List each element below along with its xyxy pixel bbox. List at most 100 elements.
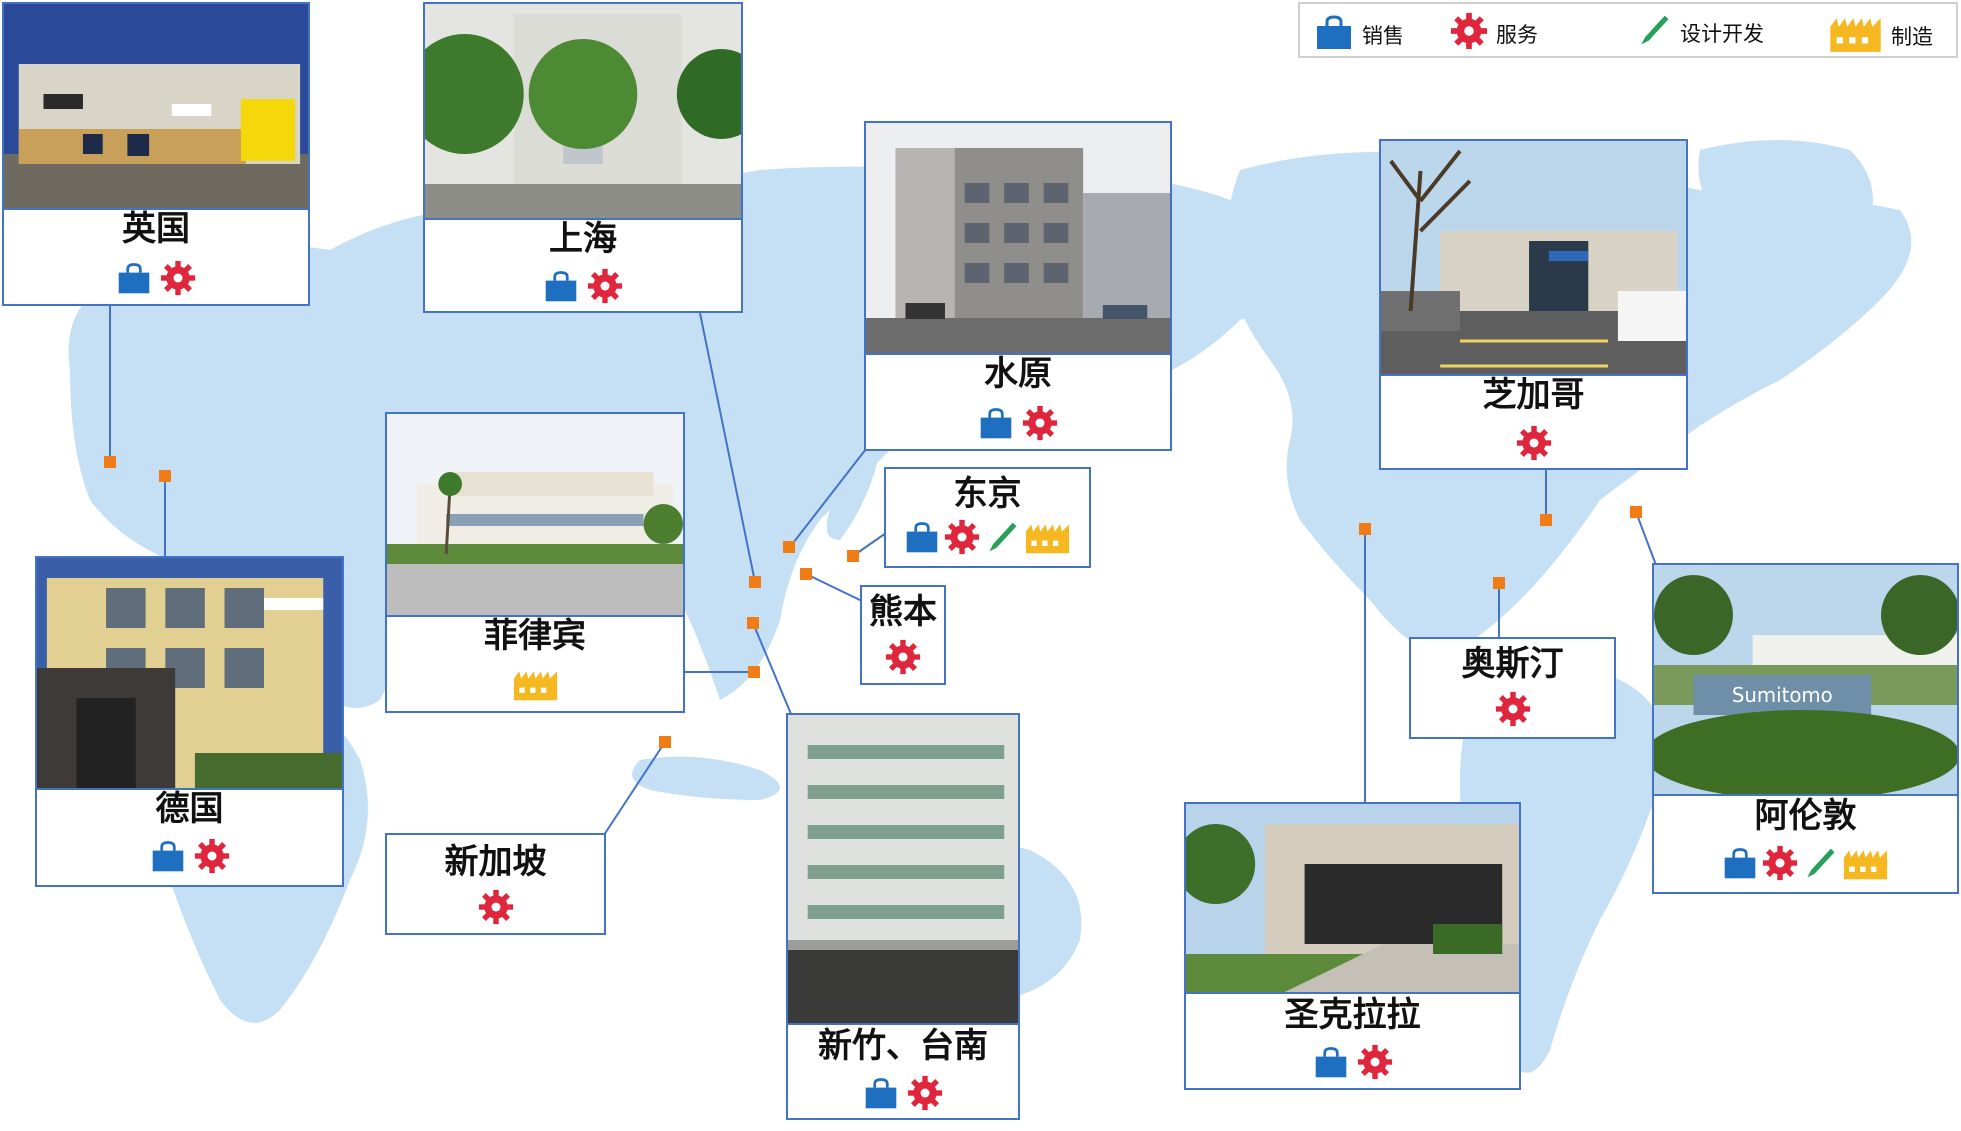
factory-icon — [1828, 12, 1883, 59]
capability-icons-shanghai — [425, 268, 741, 304]
marker-santaclara — [1359, 523, 1371, 535]
marker-suwon — [783, 541, 795, 553]
location-name-philippines: 菲律宾 — [484, 616, 586, 656]
pen-icon — [1636, 12, 1672, 53]
capability-icons-chicago — [1381, 425, 1686, 461]
bag-icon — [1313, 1044, 1349, 1080]
bag-icon — [116, 260, 152, 296]
location-name-austin: 奥斯汀 — [1461, 644, 1564, 684]
marker-uk — [104, 456, 116, 468]
legend-label-manufacturing: 制造 — [1891, 24, 1933, 49]
gear-icon — [194, 838, 230, 874]
marker-hsinchu — [747, 617, 759, 629]
location-card-uk: 英国 — [2, 2, 310, 306]
location-name-germany: 德国 — [155, 789, 224, 829]
marker-allentown — [1630, 506, 1642, 518]
bag-icon — [1722, 845, 1758, 881]
capability-icons-singapore — [387, 889, 604, 925]
gear-icon — [907, 1075, 943, 1111]
location-card-hsinchu: 新竹、台南 — [786, 713, 1020, 1120]
capability-icons-kumamoto — [862, 639, 944, 675]
legend: 销售 服务 设计开发 制造 — [1298, 2, 1958, 58]
location-photo-germany — [37, 558, 342, 790]
location-name-tokyo: 东京 — [953, 474, 1022, 514]
connector-shanghai — [699, 312, 756, 583]
connector-singapore — [603, 741, 666, 836]
location-card-singapore: 新加坡 — [385, 833, 606, 935]
location-name-uk: 英国 — [122, 209, 190, 249]
factory-icon — [512, 666, 559, 702]
location-photo-hsinchu — [788, 715, 1018, 1025]
legend-item-service: 服务 — [1450, 12, 1538, 55]
gear-icon — [587, 268, 623, 304]
bag-icon — [863, 1075, 899, 1111]
capability-icons-uk — [4, 260, 308, 296]
location-name-singapore: 新加坡 — [444, 842, 547, 882]
marker-tokyo — [847, 550, 859, 562]
location-card-allentown: Sumitomo 阿伦敦 — [1652, 563, 1959, 894]
factory-icon — [1024, 519, 1071, 555]
location-name-kumamoto: 熊本 — [869, 592, 937, 632]
location-name-hsinchu: 新竹、台南 — [818, 1026, 988, 1066]
marker-shanghai — [749, 576, 761, 588]
gear-icon — [1495, 691, 1531, 727]
marker-chicago — [1540, 514, 1552, 526]
connector-kumamoto — [805, 573, 863, 602]
allentown-sign-text: Sumitomo — [1732, 684, 1833, 707]
legend-item-design: 设计开发 — [1636, 12, 1764, 53]
gear-icon — [1022, 405, 1058, 441]
location-photo-allentown: Sumitomo — [1654, 565, 1957, 796]
location-photo-santaclara — [1186, 804, 1519, 994]
location-name-allentown: 阿伦敦 — [1754, 796, 1857, 836]
gear-icon — [1357, 1044, 1393, 1080]
japan-landmass — [826, 432, 880, 540]
location-card-suwon: 水原 — [864, 121, 1172, 451]
legend-label-service: 服务 — [1496, 22, 1538, 47]
location-photo-uk — [4, 4, 308, 210]
legend-item-sales: 销售 — [1314, 12, 1404, 57]
location-photo-suwon — [866, 123, 1170, 355]
capability-icons-philippines — [387, 666, 683, 702]
legend-label-sales: 销售 — [1362, 23, 1404, 48]
location-photo-chicago — [1381, 141, 1686, 376]
location-card-germany: 德国 — [35, 556, 344, 887]
location-name-shanghai: 上海 — [549, 219, 617, 259]
location-card-chicago: 芝加哥 — [1379, 139, 1688, 470]
bag-icon — [904, 519, 940, 555]
connector-allentown — [1635, 511, 1657, 566]
marker-austin — [1493, 577, 1505, 589]
gear-icon — [885, 639, 921, 675]
marker-philippines — [748, 666, 760, 678]
legend-item-manufacturing: 制造 — [1828, 12, 1933, 59]
capability-icons-santaclara — [1186, 1044, 1519, 1080]
gear-icon — [478, 889, 514, 925]
connector-hsinchu — [752, 622, 792, 715]
location-name-suwon: 水原 — [984, 354, 1052, 394]
marker-germany — [159, 470, 171, 482]
pen-icon — [984, 519, 1020, 555]
capability-icons-suwon — [866, 405, 1170, 441]
legend-label-design: 设计开发 — [1680, 21, 1764, 46]
location-card-shanghai: 上海 — [423, 2, 743, 313]
bag-icon — [150, 838, 186, 874]
connector-suwon — [789, 448, 867, 548]
indonesia-landmass — [632, 756, 780, 800]
capability-icons-austin — [1411, 691, 1614, 727]
location-name-santaclara: 圣克拉拉 — [1284, 995, 1421, 1035]
gear-icon — [944, 519, 980, 555]
location-card-tokyo: 东京 — [884, 467, 1091, 568]
location-card-kumamoto: 熊本 — [860, 585, 946, 685]
location-name-chicago: 芝加哥 — [1482, 375, 1585, 415]
capability-icons-hsinchu — [788, 1075, 1018, 1111]
capability-icons-allentown — [1654, 845, 1957, 881]
location-photo-shanghai — [425, 4, 741, 220]
capability-icons-tokyo — [886, 519, 1089, 555]
bag-icon — [978, 405, 1014, 441]
capability-icons-germany — [37, 838, 342, 874]
bag-icon — [543, 268, 579, 304]
location-card-philippines: 菲律宾 — [385, 412, 685, 713]
gear-icon — [1516, 425, 1552, 461]
gear-icon — [1762, 845, 1798, 881]
marker-singapore — [659, 736, 671, 748]
